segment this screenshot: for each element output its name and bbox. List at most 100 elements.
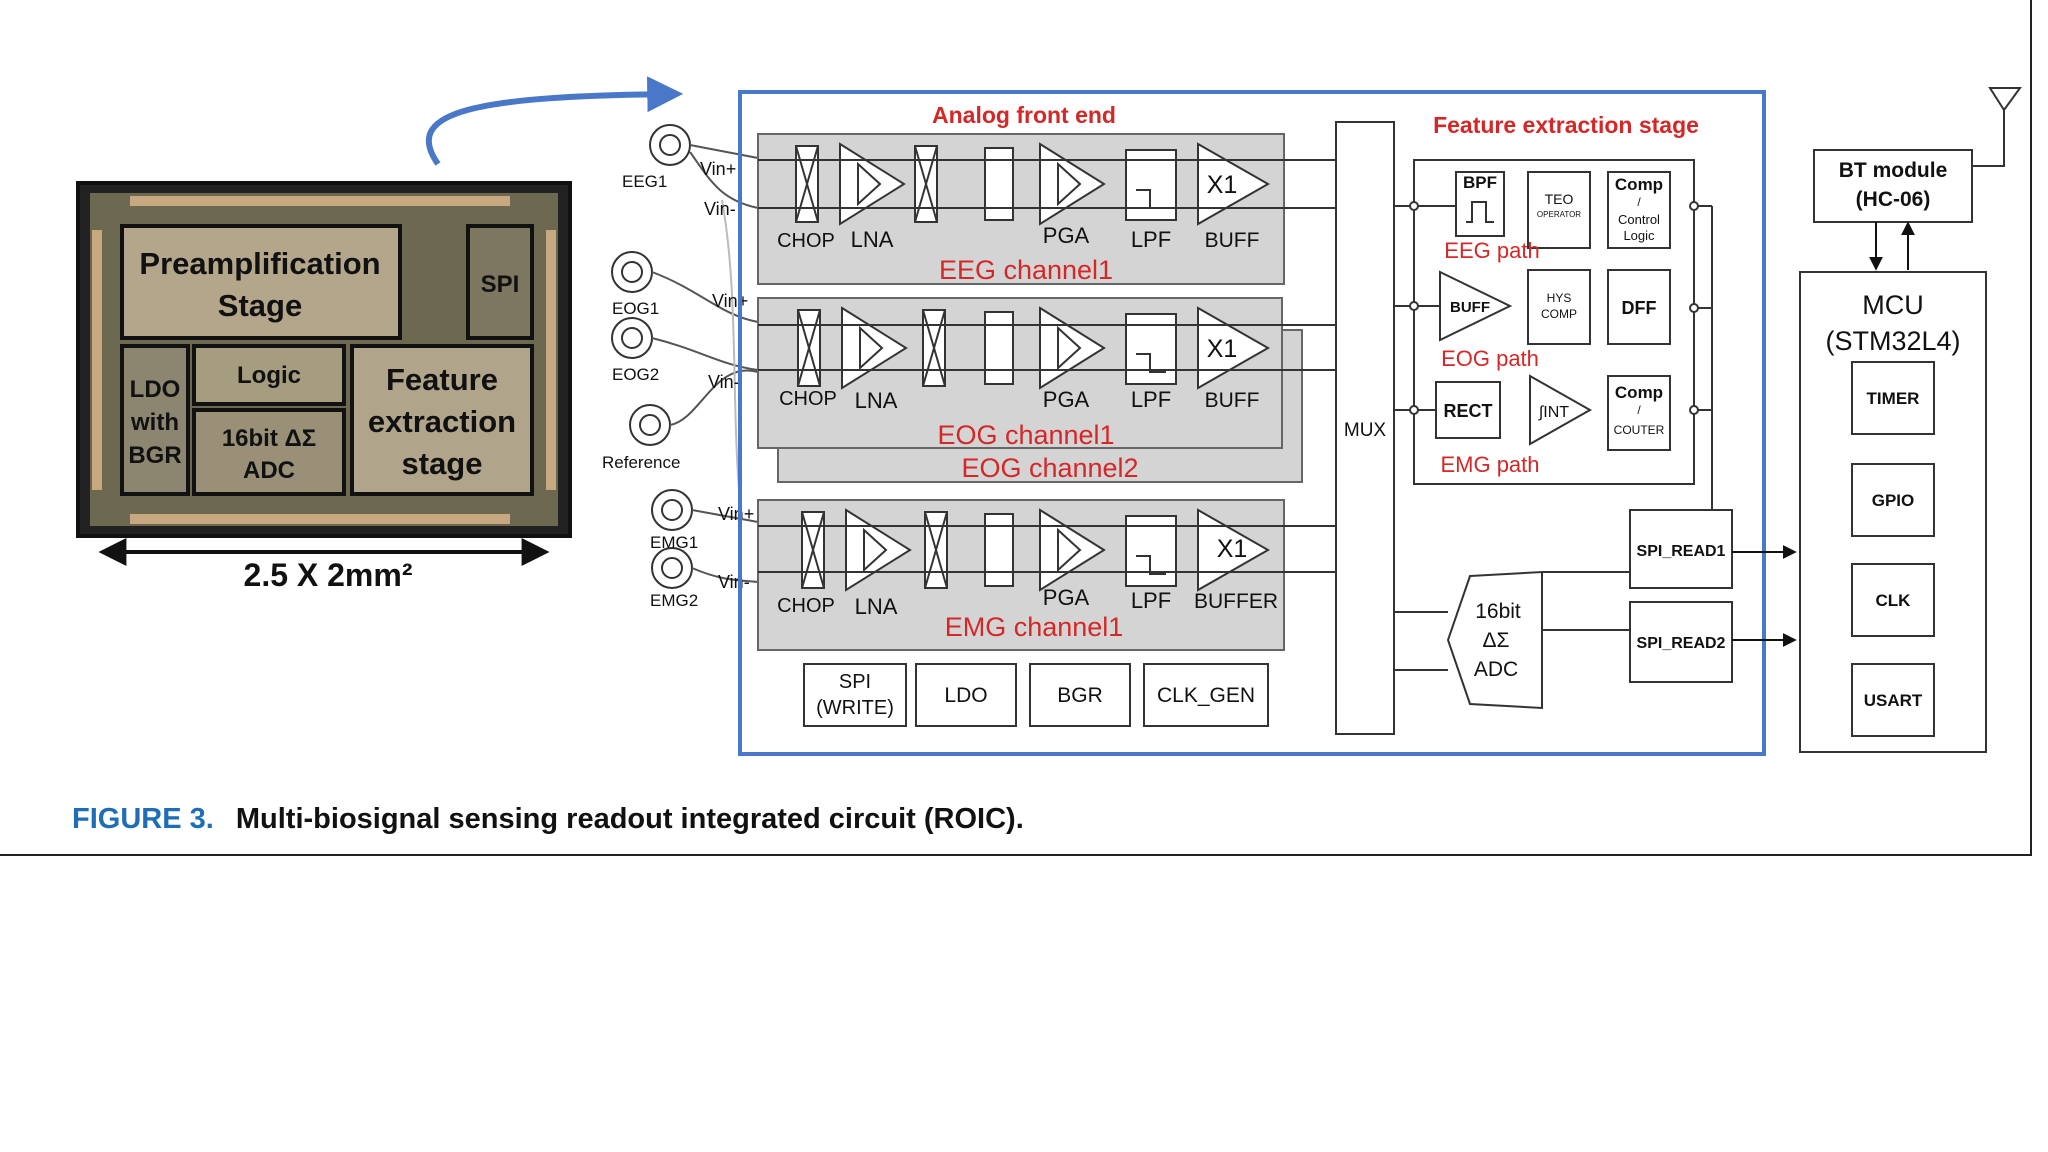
- figure-caption: FIGURE 3. Multi-biosignal sensing readou…: [72, 803, 1024, 836]
- eeg-path-label: EEG path: [1444, 238, 1539, 263]
- clk-gen-block-label: CLK_GEN: [1157, 684, 1255, 707]
- emg-lna-label: LNA: [855, 594, 898, 619]
- die-photo: Preamplification Stage SPI Logic LDO wit…: [76, 181, 572, 593]
- roic-border: [738, 90, 1766, 756]
- eog-buff-label: BUFF: [1450, 299, 1490, 316]
- spi-write-label: SPI: [839, 671, 871, 693]
- comp-control-label: Comp: [1615, 175, 1663, 194]
- die-feature-label: Feature: [386, 362, 498, 397]
- zoom-arrow: [425, 76, 684, 166]
- adc-label-3: ADC: [1474, 658, 1518, 681]
- eog-lna-label: LNA: [855, 388, 898, 413]
- input-label-emg2: EMG2: [650, 591, 698, 610]
- comp-counter-label: Comp: [1615, 383, 1663, 402]
- feature-title: Feature extraction stage: [1433, 112, 1699, 138]
- figure-frame-bottom: [0, 854, 2032, 856]
- dff-label: DFF: [1622, 298, 1657, 318]
- spi-write-label-2: (WRITE): [816, 697, 894, 719]
- gpio-label: GPIO: [1872, 491, 1915, 510]
- teo-label: TEO: [1545, 191, 1574, 207]
- int-label: ∫INT: [1538, 404, 1569, 421]
- hys-label: HYS: [1547, 291, 1572, 305]
- utility-blocks: [803, 663, 1269, 727]
- eog-x1-label: X1: [1207, 335, 1238, 363]
- vin-minus-eog: Vin-: [708, 372, 740, 392]
- eeg-lna-label: LNA: [851, 227, 894, 252]
- adc-block: [1446, 570, 1543, 710]
- usart-label: USART: [1864, 691, 1923, 710]
- spi-read2-block: [1629, 601, 1733, 683]
- bt-module-block: [1813, 149, 1973, 223]
- emg-channel-label: EMG channel1: [945, 612, 1124, 642]
- eog-channel1: CHOP LNA PGA LPF BUFF X1 EOG channel1: [757, 297, 1336, 450]
- mcu-label: MCU: [1862, 290, 1924, 320]
- eog-lpf-label: LPF: [1131, 387, 1171, 412]
- mcu-model-label: (STM32L4): [1825, 326, 1960, 356]
- die-pads: [92, 196, 556, 524]
- comp-counter-slash: /: [1637, 403, 1641, 417]
- die-feature-label-2: extraction: [368, 404, 516, 439]
- rect-label: RECT: [1444, 401, 1493, 421]
- vin-plus-eeg: Vin+: [700, 159, 736, 179]
- eog-pga-label: PGA: [1043, 387, 1090, 412]
- eeg-buff-label: BUFF: [1205, 229, 1260, 252]
- feature-dots: [1409, 201, 1699, 415]
- timer-label: TIMER: [1867, 389, 1920, 408]
- afe-title: Analog front end: [932, 102, 1116, 128]
- input-label-emg1: EMG1: [650, 533, 698, 552]
- eeg-x1-label: X1: [1207, 171, 1238, 199]
- emg-lpf-label: LPF: [1131, 588, 1171, 613]
- eog-channel2-label: EOG channel2: [961, 453, 1138, 483]
- control-logic-label: Control: [1618, 212, 1660, 227]
- eeg-pga-label: PGA: [1043, 223, 1090, 248]
- vin-plus-emg: Vin+: [718, 504, 754, 524]
- feature-blocks: [1435, 171, 1671, 451]
- emg-chop-label: CHOP: [777, 595, 835, 617]
- figure-frame-right: [2030, 0, 2032, 856]
- die-feature-label-3: stage: [402, 446, 483, 481]
- hys-comp-label: COMP: [1541, 307, 1577, 321]
- eeg-lpf-label: LPF: [1131, 227, 1171, 252]
- adc-label-2: ΔΣ: [1482, 629, 1509, 652]
- spi-read1-label: SPI_READ1: [1637, 543, 1726, 560]
- input-label-reference: Reference: [602, 453, 680, 472]
- eog-path-label: EOG path: [1441, 346, 1539, 371]
- eog-buff-label: BUFF: [1205, 389, 1260, 412]
- die-preamp-label: Preamplification: [139, 246, 380, 281]
- clk-label: CLK: [1876, 591, 1912, 610]
- antenna-icon: [1972, 87, 2022, 167]
- mux-block: [1335, 121, 1395, 735]
- die-spi-label: SPI: [481, 271, 520, 298]
- emg-x1-label: X1: [1217, 535, 1248, 563]
- bgr-block-label: BGR: [1057, 684, 1103, 707]
- die-adc-label-2: ADC: [243, 457, 295, 484]
- spi-read1-block: [1629, 509, 1733, 589]
- emg-pga-label: PGA: [1043, 585, 1090, 610]
- die-logic-label: Logic: [237, 362, 301, 389]
- die-ldo-label-3: BGR: [128, 442, 181, 469]
- die-ldo-label-2: with: [130, 409, 179, 436]
- die-ldo-label: LDO: [130, 376, 181, 403]
- eog-chop-label: CHOP: [779, 388, 837, 410]
- bt-module-label-2: (HC-06): [1856, 188, 1931, 211]
- die-dimension-label: 2.5 X 2mm²: [244, 557, 413, 593]
- eeg-channel-label: EEG channel1: [939, 255, 1113, 285]
- teo-operator-label: OPERATOR: [1537, 210, 1581, 219]
- die-preamp-label-2: Stage: [218, 288, 302, 323]
- vin-plus-eog: Vin+: [712, 291, 748, 311]
- input-label-eog1: EOG1: [612, 299, 659, 318]
- figure-caption-text: Multi-biosignal sensing readout integrat…: [235, 803, 1024, 835]
- die-adc-label: 16bit ΔΣ: [222, 425, 316, 452]
- bt-module-label: BT module: [1839, 159, 1948, 182]
- bpf-label: BPF: [1463, 173, 1497, 192]
- mux-label: MUX: [1344, 420, 1387, 441]
- figure-number: FIGURE 3.: [72, 803, 214, 835]
- control-logic-label-2: Logic: [1623, 228, 1655, 243]
- comp-control-slash: /: [1637, 195, 1641, 209]
- input-label-eeg1: EEG1: [622, 172, 667, 191]
- counter-label: COUTER: [1614, 423, 1665, 437]
- spi-read2-label: SPI_READ2: [1637, 635, 1726, 652]
- eeg-channel: CHOP LNA PGA LPF BUFF X1 EEG channel1: [757, 133, 1336, 285]
- input-label-eog2: EOG2: [612, 365, 659, 384]
